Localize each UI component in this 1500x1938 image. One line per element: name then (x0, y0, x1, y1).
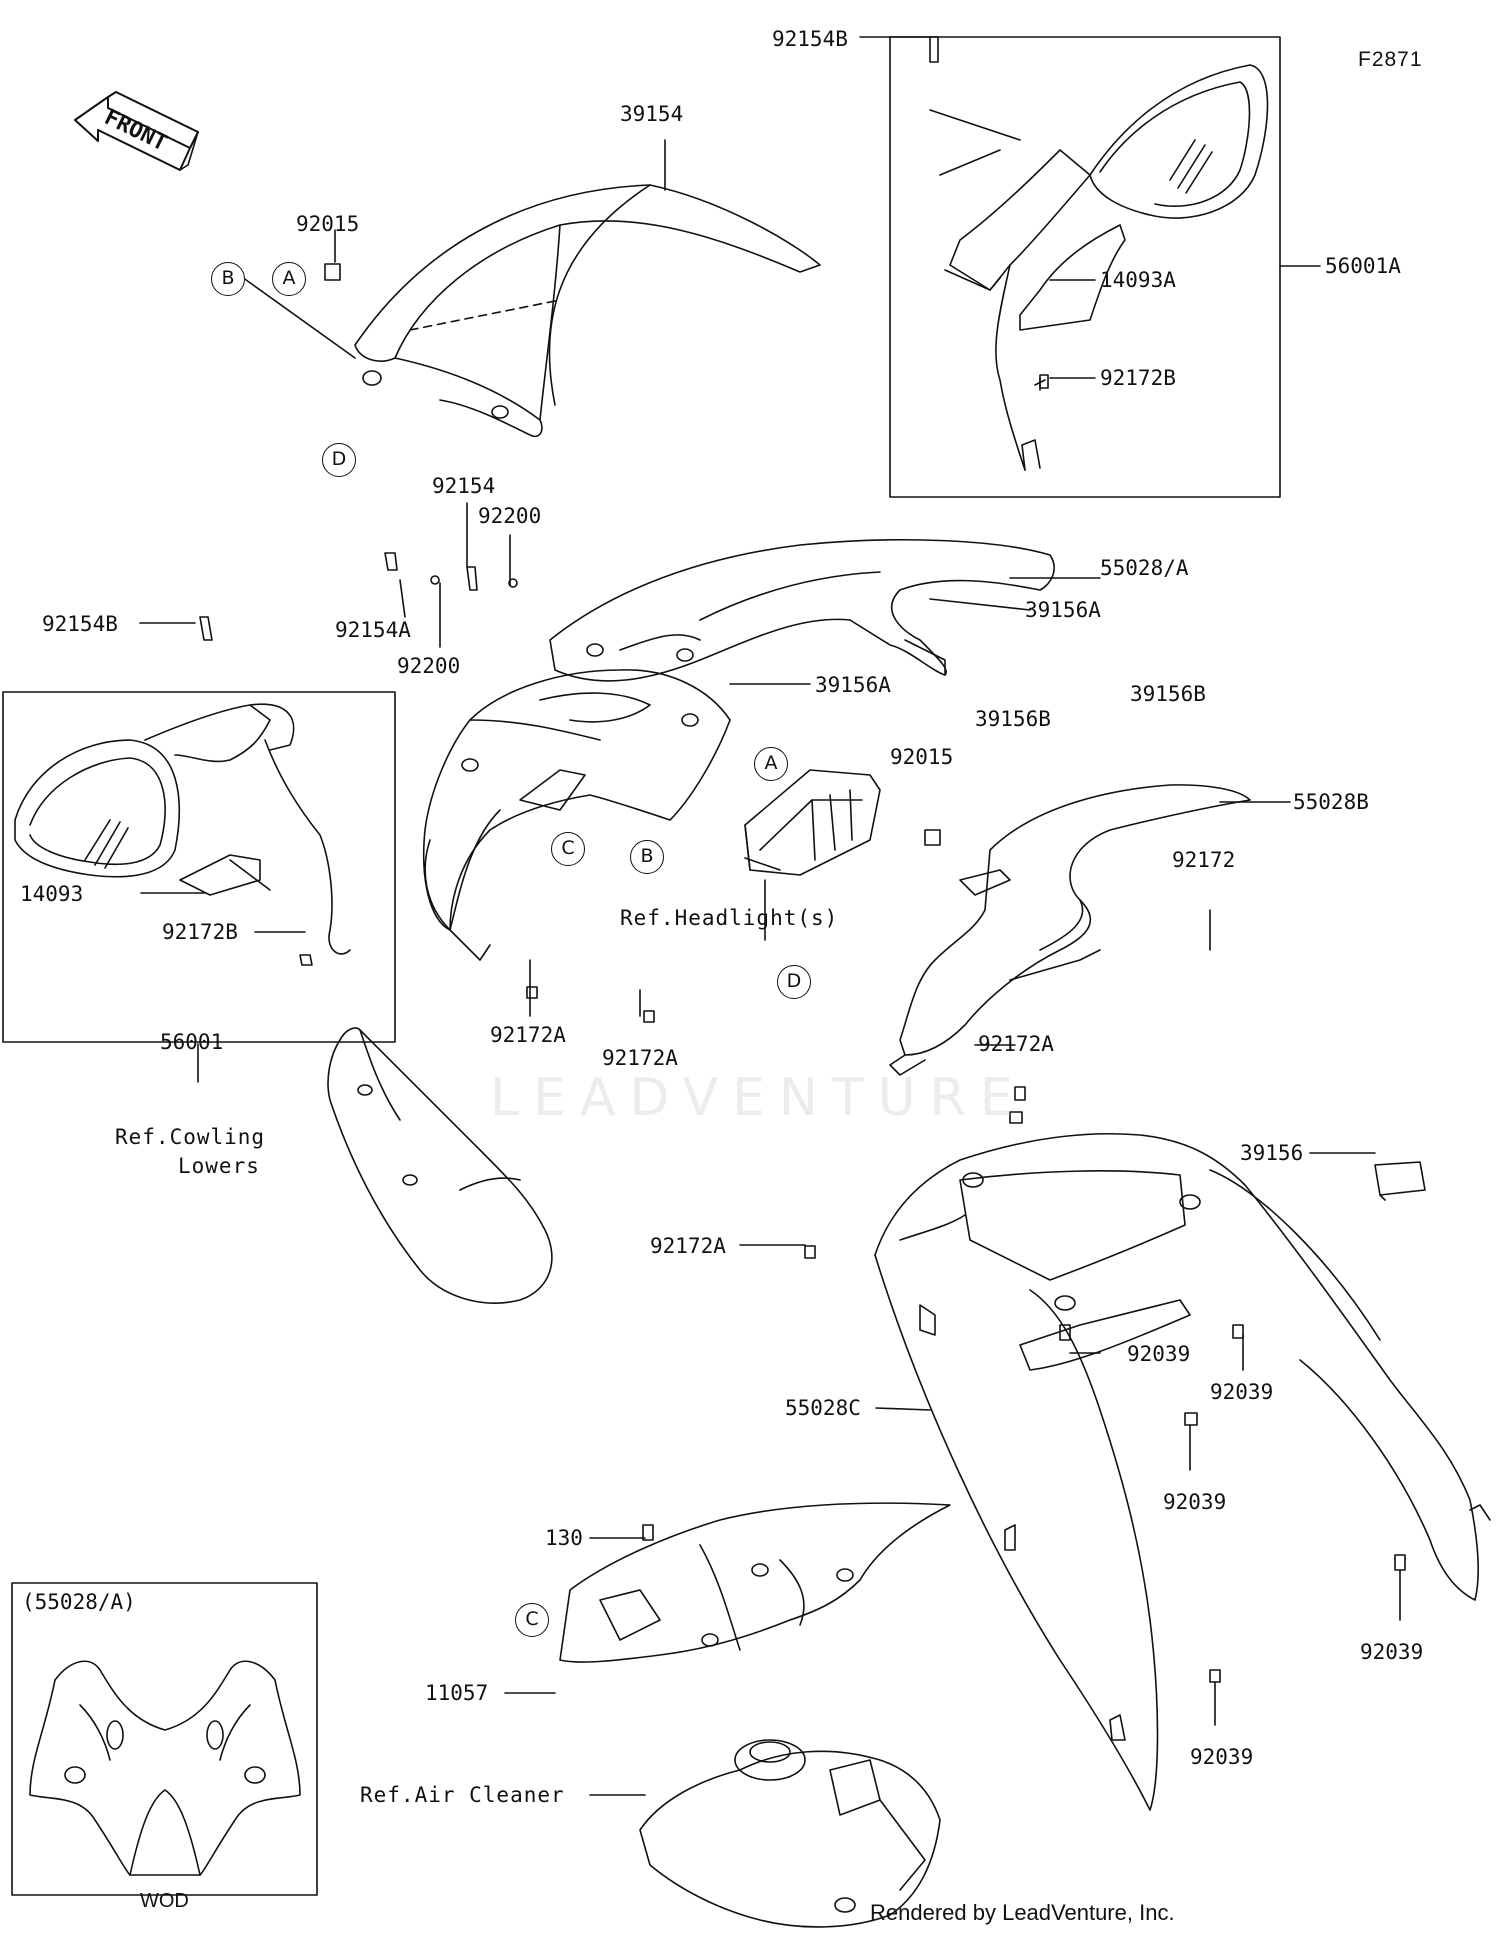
watermark: LEADVENTURE (490, 1068, 1027, 1128)
mirror-left (14, 703, 351, 955)
figure-id: F2871 (1358, 48, 1423, 71)
label-92154: 92154 (432, 474, 496, 498)
mirror-box-56001 (2, 691, 396, 1043)
label-92200-bottom: 92200 (397, 654, 461, 678)
label-56001A: 56001A (1325, 254, 1401, 278)
label-55028B: 55028B (1293, 790, 1369, 814)
label-39156A-1: 39156A (1025, 598, 1101, 622)
label-55028C: 55028C (785, 1396, 861, 1420)
inset-cowl-view (29, 1660, 301, 1876)
ref-cowling-line1: Ref.Cowling (115, 1125, 266, 1149)
mirror-right-guides (929, 109, 1021, 176)
label-92172A-2: 92172A (602, 1046, 678, 1070)
label-92154B-top: 92154B (772, 27, 848, 51)
windshield-39154 (354, 184, 821, 438)
upper-cowl-55028A (549, 539, 1055, 682)
label-92172B-left: 92172B (162, 920, 238, 944)
callout-d-top: D (322, 443, 356, 477)
label-11057: 11057 (425, 1681, 489, 1705)
fastener-icons (199, 36, 1406, 1683)
mirror-right (944, 64, 1269, 471)
label-55028A: 55028/A (1100, 556, 1189, 580)
front-arrow-icon: FRONT (74, 91, 199, 171)
bracket-11057 (559, 1502, 951, 1663)
label-92039-1: 92039 (1127, 1342, 1191, 1366)
ref-cowling-line2: Lowers (178, 1154, 260, 1178)
label-56001: 56001 (160, 1030, 224, 1054)
inner-panel-55028B (889, 784, 1251, 1076)
inset-title: (55028/A) (22, 1590, 136, 1614)
label-14093A: 14093A (1100, 268, 1176, 292)
label-92172: 92172 (1172, 848, 1236, 872)
label-39156B-1: 39156B (975, 707, 1051, 731)
cowling-lowers-ref (327, 1027, 553, 1304)
inset-caption: WOD (140, 1890, 189, 1912)
pad-39156 (1374, 1161, 1426, 1201)
render-credit: Rendered by LeadVenture, Inc. (870, 1900, 1175, 1925)
label-92200-top: 92200 (478, 504, 542, 528)
label-39156A-2: 39156A (815, 673, 891, 697)
label-39156: 39156 (1240, 1141, 1304, 1165)
label-92172A-3: 92172A (978, 1032, 1054, 1056)
front-nose-cowl (422, 669, 731, 961)
callout-c-mid: C (551, 832, 585, 866)
side-panel-55028C (874, 1132, 1491, 1811)
label-92172B-right: 92172B (1100, 366, 1176, 390)
label-92172A-1: 92172A (490, 1023, 566, 1047)
callout-b-top: B (211, 262, 245, 296)
callout-a-top: A (272, 262, 306, 296)
label-92039-2: 92039 (1210, 1380, 1274, 1404)
label-92039-4: 92039 (1360, 1640, 1424, 1664)
callout-b-mid: B (630, 840, 664, 874)
label-92039-5: 92039 (1190, 1745, 1254, 1769)
air-cleaner-ref (639, 1739, 941, 1928)
callout-a-mid: A (754, 747, 788, 781)
label-130: 130 (545, 1526, 583, 1550)
label-39154: 39154 (620, 102, 684, 126)
label-39156B-2: 39156B (1130, 682, 1206, 706)
label-92154B-left: 92154B (42, 612, 118, 636)
ref-air-cleaner: Ref.Air Cleaner (360, 1783, 565, 1807)
ref-headlight: Ref.Headlight(s) (620, 906, 839, 930)
mirror-box-56001A (889, 36, 1281, 498)
headlight-ref (744, 769, 881, 941)
callout-c-bottom: C (515, 1603, 549, 1637)
label-92154A: 92154A (335, 618, 411, 642)
callout-d-mid: D (777, 965, 811, 999)
label-92015-mid: 92015 (890, 745, 954, 769)
inset-box (11, 1582, 318, 1896)
label-14093: 14093 (20, 882, 84, 906)
label-92172A-4: 92172A (650, 1234, 726, 1258)
label-92015-top: 92015 (296, 212, 360, 236)
label-92039-3: 92039 (1163, 1490, 1227, 1514)
leader-lines (139, 36, 1401, 1796)
